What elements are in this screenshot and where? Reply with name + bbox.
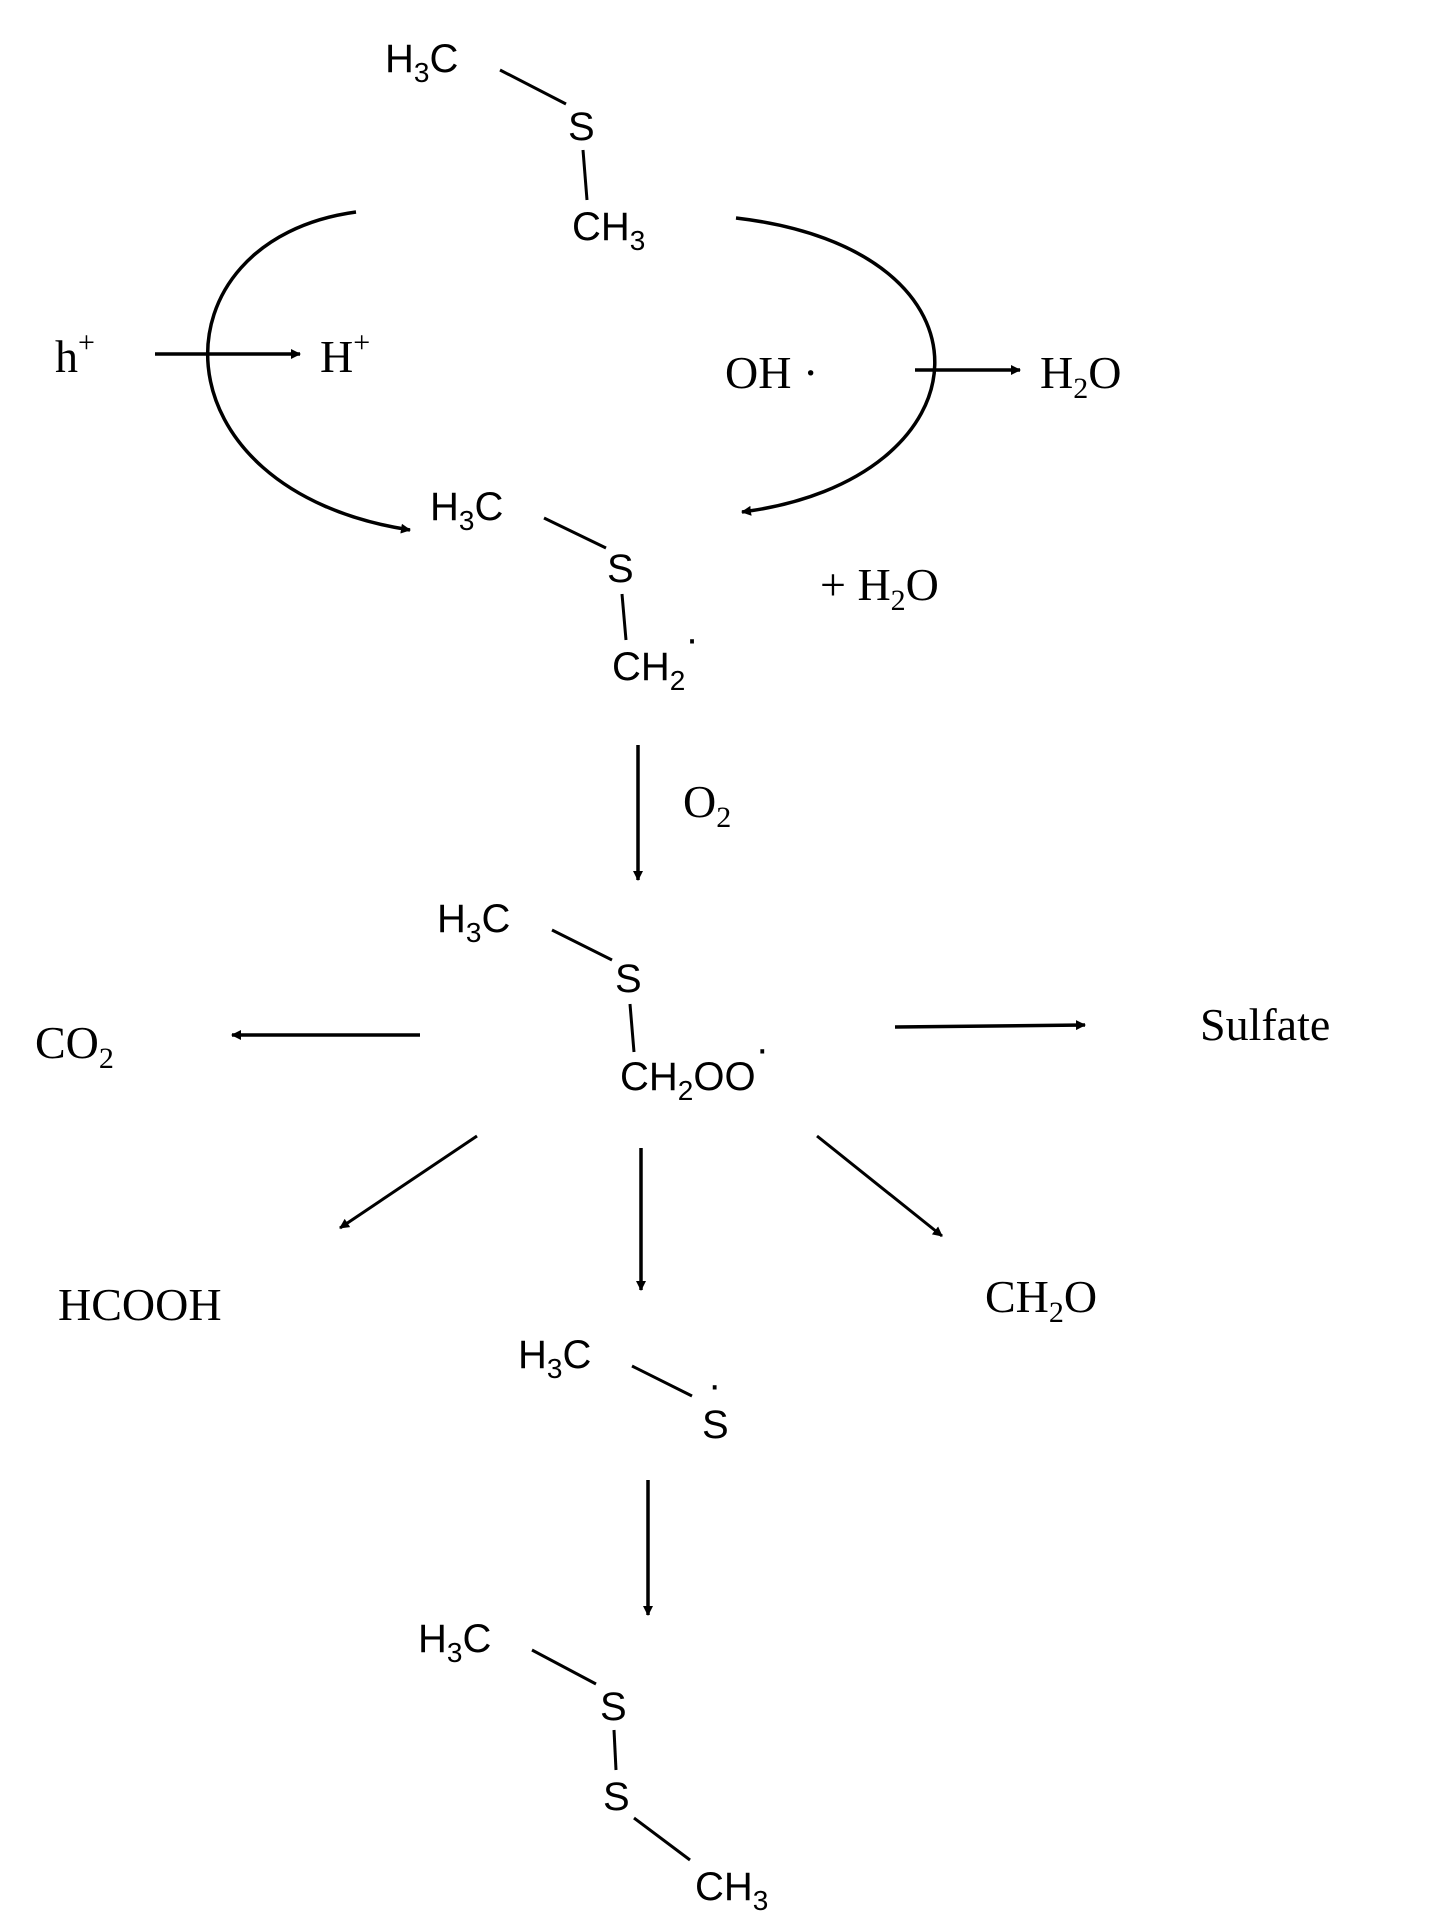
water-label: H2O <box>1040 347 1121 405</box>
dms-ch3: CH3 <box>572 205 645 256</box>
dms-sulfur: S <box>568 105 595 149</box>
arrow-to-hcooh <box>339 1134 478 1230</box>
dms-h3c: H3C <box>385 37 458 88</box>
hole-label: h+ <box>55 326 95 382</box>
dimethyl-sulfide: H3C S CH3 <box>385 37 645 256</box>
peroxy-bond-1 <box>551 928 613 962</box>
peroxy-sulfur: S <box>615 957 642 1001</box>
dmds-bond-3 <box>633 1816 691 1862</box>
radical-sulfur: S <box>607 547 634 591</box>
thiyl-sulfur: S <box>702 1403 729 1447</box>
peroxy-ch2oo: CH2OO· <box>620 1027 769 1106</box>
dmds-bond-1 <box>531 1648 597 1686</box>
dimethyl-disulfide: H3C S S CH3 <box>418 1617 768 1916</box>
radical-h3c: H3C <box>430 485 503 536</box>
dmds-h3c: H3C <box>418 1617 491 1668</box>
right-curved-arrow <box>735 216 937 516</box>
dms-bond-1 <box>499 68 567 106</box>
co2-label: CO2 <box>35 1017 114 1075</box>
methylthiyl-radical: H3C · S <box>518 1333 729 1447</box>
radical-bond-1 <box>543 516 607 550</box>
thiyl-bond <box>631 1364 693 1398</box>
hcooh-label: HCOOH <box>58 1279 222 1330</box>
ch2o-label: CH2O <box>985 1271 1097 1329</box>
proton-label: H+ <box>320 326 370 382</box>
dmds-ch3: CH3 <box>695 1865 768 1916</box>
product-branches: CO2 Sulfate HCOOH CH2O <box>35 999 1330 1330</box>
dms-bond-2 <box>581 149 589 201</box>
radical-bond-2 <box>620 593 628 641</box>
dmds-bond-2 <box>612 1729 618 1771</box>
dmds-sulfur-1: S <box>600 1685 627 1729</box>
peroxy-bond-2 <box>628 1003 636 1053</box>
sulfate-label: Sulfate <box>1200 999 1330 1050</box>
dmds-sulfur-2: S <box>603 1775 630 1819</box>
peroxy-radical: H3C S CH2OO· <box>437 897 769 1106</box>
left-curved-arrow <box>205 210 411 534</box>
arrow-to-ch2o <box>816 1134 943 1238</box>
hydroxyl-radical-label: OH · <box>725 347 818 398</box>
oxygen-label: O2 <box>683 776 731 834</box>
thiyl-h3c: H3C <box>518 1333 591 1384</box>
plus-water-label: + H2O <box>820 559 939 617</box>
abstraction-cycle: h+ H+ OH · H2O <box>55 210 1121 534</box>
radical-ch2: CH2· <box>612 617 699 696</box>
methylthiomethyl-radical: H3C S CH2· + H2O <box>430 485 939 696</box>
arrow-to-sulfate <box>894 1020 1086 1031</box>
peroxy-h3c: H3C <box>437 897 510 948</box>
thiyl-dot: · <box>708 1363 721 1407</box>
